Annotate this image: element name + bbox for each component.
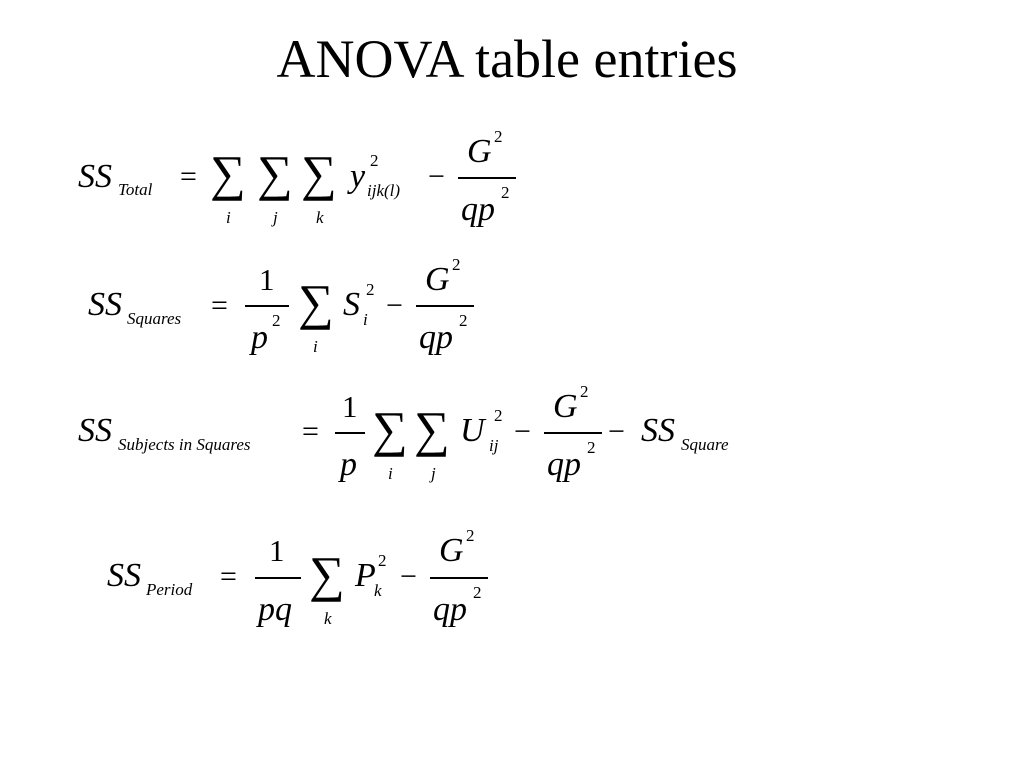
fraction-denominator: qp [461, 191, 495, 228]
fraction-bar [245, 305, 289, 307]
term-symbol: P [355, 557, 376, 594]
fraction-denominator: p [340, 446, 357, 483]
summation-index-k: k [324, 609, 332, 628]
denominator-superscript: 2 [473, 583, 482, 602]
fraction-bar [458, 177, 516, 179]
equals-sign: = [220, 560, 237, 593]
term-subscript: ij [489, 436, 499, 455]
term-subscript: i [363, 310, 368, 329]
term-superscript: 2 [370, 151, 379, 170]
term-symbol: U [460, 412, 485, 449]
denominator-superscript-2: 2 [459, 311, 468, 330]
denominator-superscript: 2 [587, 438, 596, 457]
summation-j: ∑ [414, 401, 450, 457]
denominator-superscript: 2 [501, 183, 510, 202]
summation-index-j: j [273, 208, 278, 227]
summation-index-j: j [431, 464, 436, 483]
equals-sign: = [302, 415, 319, 448]
fraction-bar [335, 432, 365, 434]
summation-i: ∑ [210, 145, 246, 201]
summation-index-k: k [316, 208, 324, 227]
term-superscript: 2 [494, 406, 503, 425]
numerator-superscript: 2 [466, 526, 475, 545]
fraction-numerator: 1 [259, 262, 275, 297]
fraction-denominator: pq [258, 591, 292, 628]
numerator-superscript: 2 [580, 382, 589, 401]
minus-sign-2: − [608, 415, 625, 448]
minus-sign: − [386, 289, 403, 322]
tail-subscript: Square [681, 435, 729, 454]
summation-k: ∑ [309, 546, 345, 602]
lhs-subscript: Subjects in Squares [118, 435, 251, 454]
fraction-denominator-qp: qp [433, 591, 467, 628]
fraction-denominator: p [251, 319, 268, 356]
summation-i: ∑ [372, 401, 408, 457]
fraction-bar-2 [430, 577, 488, 579]
lhs-subscript: Period [146, 580, 193, 599]
fraction-bar-2 [544, 432, 602, 434]
denominator-superscript: 2 [272, 311, 281, 330]
lhs-symbol: SS [78, 158, 112, 195]
term-subscript: k [374, 581, 382, 600]
fraction-denominator-qp: qp [547, 446, 581, 483]
lhs-subscript: Total [118, 180, 153, 199]
summation-k: ∑ [301, 145, 337, 201]
equals-sign: = [180, 160, 197, 193]
term-symbol: S [343, 286, 360, 323]
fraction-bar-2 [416, 305, 474, 307]
minus-sign: − [428, 160, 445, 193]
term-subscript: ijk(l) [367, 181, 401, 200]
fraction-numerator-g: G [425, 261, 450, 298]
fraction-numerator: G [467, 133, 492, 170]
minus-sign: − [514, 415, 531, 448]
fraction-bar [255, 577, 301, 579]
fraction-numerator-g: G [439, 532, 464, 569]
summation-index-i: i [388, 464, 393, 483]
summation-index-i: i [313, 337, 318, 356]
summation-i: ∑ [298, 274, 334, 330]
term-symbol: y [350, 158, 366, 195]
lhs-symbol: SS [78, 412, 112, 449]
equals-sign: = [211, 289, 228, 322]
numerator-superscript: 2 [452, 255, 461, 274]
slide-title: ANOVA table entries [276, 29, 738, 89]
fraction-numerator-g: G [553, 388, 578, 425]
lhs-subscript: Squares [127, 309, 182, 328]
fraction-denominator-qp: qp [419, 319, 453, 356]
lhs-symbol: SS [88, 286, 122, 323]
tail-symbol: SS [641, 412, 675, 449]
summation-j: ∑ [257, 145, 293, 201]
term-superscript: 2 [378, 551, 387, 570]
numerator-superscript: 2 [494, 127, 503, 146]
term-superscript: 2 [366, 280, 375, 299]
fraction-numerator: 1 [269, 533, 285, 568]
minus-sign: − [400, 560, 417, 593]
lhs-symbol: SS [107, 557, 141, 594]
fraction-numerator: 1 [342, 389, 358, 424]
summation-index-i: i [226, 208, 231, 227]
